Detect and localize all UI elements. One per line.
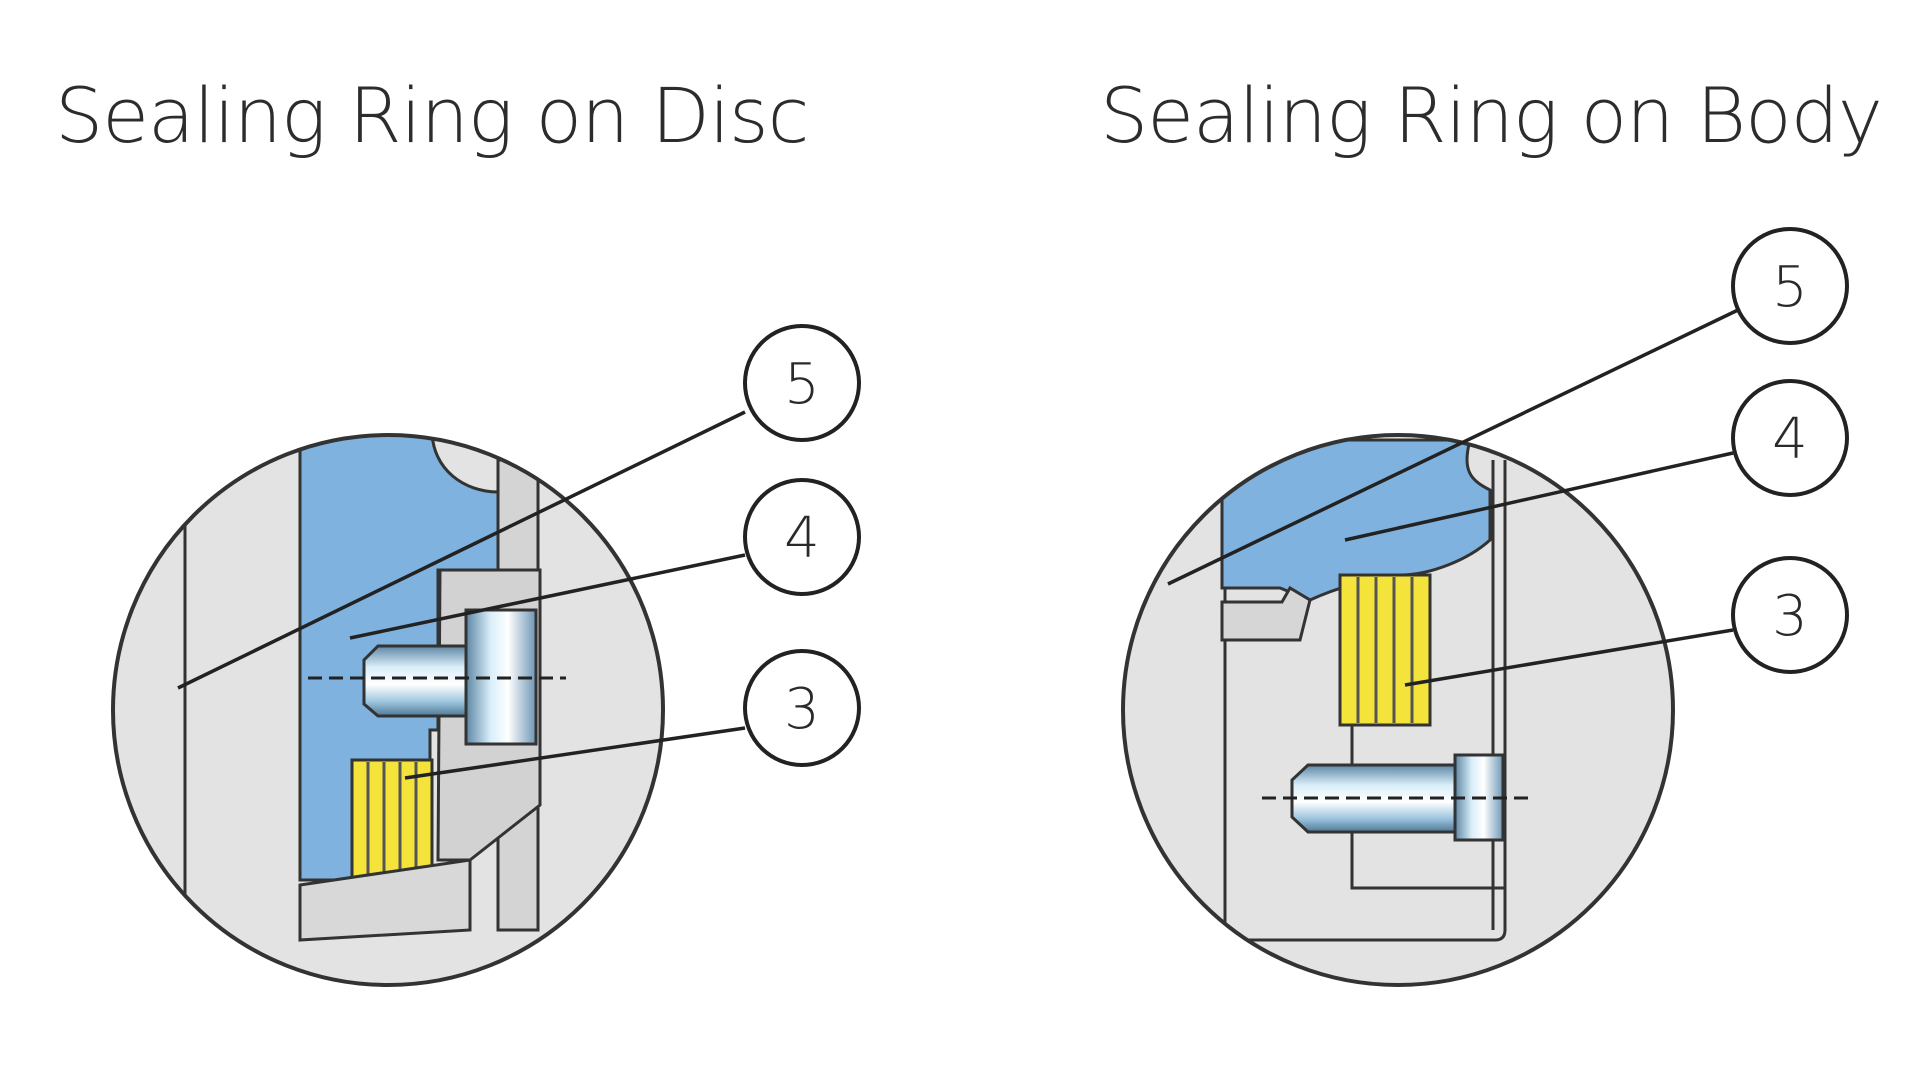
right-detail: 5 4 3 (1121, 227, 1849, 987)
right-leader-4 (1344, 451, 1734, 542)
left-detail: 5 4 3 (111, 324, 861, 987)
right-disc (1220, 438, 1492, 602)
right-callout-4-number: 4 (1772, 407, 1808, 472)
left-detail-circle-outline (111, 433, 665, 987)
right-callout-3-number: 3 (1772, 584, 1808, 649)
left-callout-4-number: 4 (784, 506, 820, 571)
right-leader-5 (1167, 308, 1739, 586)
right-panel-title: Sealing Ring on Body (1100, 71, 1883, 160)
left-callout-3: 3 (743, 649, 861, 767)
left-sealing-ring (350, 758, 434, 887)
left-leader-3 (404, 726, 746, 780)
right-sealing-ring (1338, 573, 1432, 727)
left-screw-shank (362, 644, 468, 718)
left-callout-3-number: 3 (784, 677, 820, 742)
left-leader-5 (177, 410, 746, 690)
right-body-contour (1223, 460, 1507, 942)
right-detail-circle-outline (1121, 433, 1675, 987)
left-panel-title: Sealing Ring on Disc (55, 71, 809, 160)
left-callout-5-number: 5 (784, 352, 820, 417)
left-lower-seat (298, 858, 472, 942)
right-leader-3 (1404, 628, 1734, 687)
right-callout-3: 3 (1731, 556, 1849, 674)
right-callout-4: 4 (1731, 379, 1849, 497)
left-leader-4 (349, 553, 746, 640)
left-callout-5: 5 (743, 324, 861, 442)
right-callout-5-number: 5 (1772, 255, 1808, 320)
right-disc-lip (1220, 585, 1312, 642)
left-callout-4: 4 (743, 478, 861, 596)
right-callout-5: 5 (1731, 227, 1849, 345)
right-body-pocket (1350, 720, 1505, 890)
